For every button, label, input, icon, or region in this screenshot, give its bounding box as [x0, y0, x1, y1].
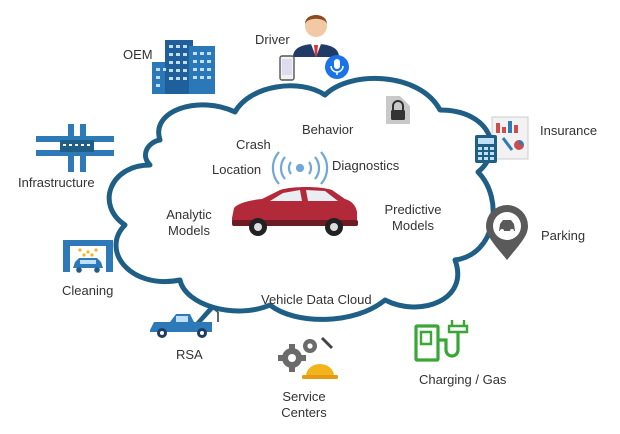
analytic-models-line-1: Analytic	[166, 207, 212, 222]
parking-label: Parking	[541, 228, 586, 243]
oem-building-icon	[152, 40, 215, 94]
charging-gas-label: Charging / Gas	[419, 372, 507, 387]
predictive-models-line-2: Models	[392, 218, 434, 234]
insurance-documents-icon	[475, 116, 529, 163]
diagnostics-label: Diagnostics	[332, 158, 400, 173]
predictive-models-label: Predictive Models	[380, 202, 446, 235]
behavior-label: Behavior	[302, 122, 354, 137]
crash-label: Crash	[236, 137, 271, 152]
lock-icon	[386, 96, 410, 124]
analytic-models-label: Analytic Models	[160, 207, 218, 240]
rsa-label: RSA	[176, 347, 203, 362]
analytic-models-line-2: Models	[168, 223, 210, 239]
parking-location-pin-icon	[486, 205, 528, 260]
service-centers-label: Service Centers	[276, 389, 332, 422]
microphone-icon	[325, 55, 349, 79]
phone-icon	[279, 55, 295, 81]
location-label: Location	[212, 162, 262, 177]
charging-station-icon	[414, 320, 469, 362]
infrastructure-road-interchange-icon	[36, 124, 114, 172]
driver-label: Driver	[255, 32, 290, 47]
car-icon	[232, 187, 358, 236]
service-gears-icon	[278, 336, 338, 379]
cleaning-label: Cleaning	[62, 283, 114, 298]
driver-person-icon	[293, 15, 339, 57]
wireless-signal-icon	[271, 151, 329, 185]
predictive-models-line-1: Predictive	[384, 202, 442, 217]
cloud-title: Vehicle Data Cloud	[261, 292, 372, 307]
car-wash-icon	[63, 240, 113, 273]
service-centers-line-1: Service	[282, 389, 326, 404]
tow-truck-icon	[150, 305, 219, 338]
oem-label: OEM	[123, 47, 153, 62]
insurance-label: Insurance	[540, 123, 598, 138]
infrastructure-label: Infrastructure	[18, 175, 95, 190]
service-centers-line-2: Centers	[281, 405, 327, 421]
